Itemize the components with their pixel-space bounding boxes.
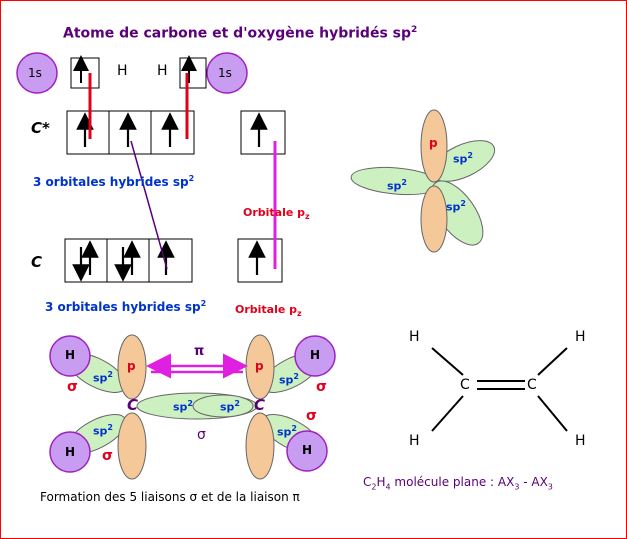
lewis-h-ll: H [409, 433, 420, 449]
promotion-connector [130, 140, 168, 270]
sigma-label-4: σ [316, 379, 327, 395]
label-c-excited: C* [31, 119, 50, 137]
sp2-label-cl: sp2 [173, 399, 193, 414]
box-h-right [179, 57, 207, 89]
molecule-caption: C2H4 molécule plane : AX3 - AX3 [363, 475, 553, 492]
hydrogen-1s-left [16, 52, 58, 94]
page-title: Atome de carbone et d'oxygène hybridés s… [63, 25, 418, 42]
label-c-ground: C [31, 253, 43, 271]
lewis-h-ur: H [575, 329, 586, 345]
sp2-label-cr: sp2 [220, 399, 240, 414]
box-cstar-3 [150, 110, 195, 155]
sp2-label-ul: sp2 [93, 370, 113, 385]
lobe-label-sp2-2: sp2 [387, 178, 407, 193]
c-label-left: C [127, 396, 139, 414]
label-1s-right: 1s [218, 66, 232, 80]
lewis-c-right: C [527, 377, 537, 393]
box-c-pz [237, 238, 283, 283]
sigma-label-5: σ [306, 408, 317, 424]
h-label-ul: H [65, 348, 76, 362]
pz-label-lower: Orbitale pz [235, 303, 302, 319]
p-label-right: p [255, 359, 264, 373]
sp2-label-lr: sp2 [277, 424, 297, 439]
lewis-c-left: C [460, 377, 470, 393]
h-label-ur: H [310, 348, 321, 362]
pz-label-upper: Orbitale pz [243, 206, 310, 222]
box-c-3 [148, 238, 193, 283]
pi-symbol: π [194, 344, 205, 359]
lewis-h-ul: H [409, 329, 420, 345]
box-c-1 [64, 238, 108, 283]
lobe-label-sp2-1: sp2 [453, 151, 473, 166]
lobe-label-p: p [429, 136, 438, 150]
sigma-label-3: σ [197, 427, 206, 443]
p-label-left: p [127, 359, 136, 373]
hybrid-label-upper: 3 orbitales hybrides sp2 [33, 174, 195, 189]
box-c-2 [106, 238, 150, 283]
lewis-structure [431, 347, 568, 432]
sigma-label-1: σ [67, 379, 78, 395]
label-h-2: H [157, 63, 168, 79]
sp2-orbital-figure [350, 109, 496, 253]
box-cstar-pz [240, 110, 286, 155]
label-1s-left: 1s [28, 66, 42, 80]
h-label-lr: H [302, 443, 313, 457]
box-cstar-1 [66, 110, 110, 155]
ethylene-orbital-figure [49, 334, 336, 480]
formation-caption: Formation des 5 liaisons σ et de la liai… [40, 490, 300, 504]
lewis-h-lr: H [575, 433, 586, 449]
sigma-label-2: σ [102, 448, 113, 464]
h-label-ll: H [65, 445, 76, 459]
label-h-1: H [117, 63, 128, 79]
c-label-right: C [254, 396, 266, 414]
sp2-label-ur: sp2 [279, 372, 299, 387]
sp2-label-ll: sp2 [93, 423, 113, 438]
hydrogen-1s-right [206, 52, 248, 94]
lobe-label-sp2-3: sp2 [446, 199, 466, 214]
hybrid-label-lower: 3 orbitales hybrides sp2 [45, 299, 207, 314]
box-h-left [70, 57, 100, 89]
box-cstar-2 [108, 110, 152, 155]
